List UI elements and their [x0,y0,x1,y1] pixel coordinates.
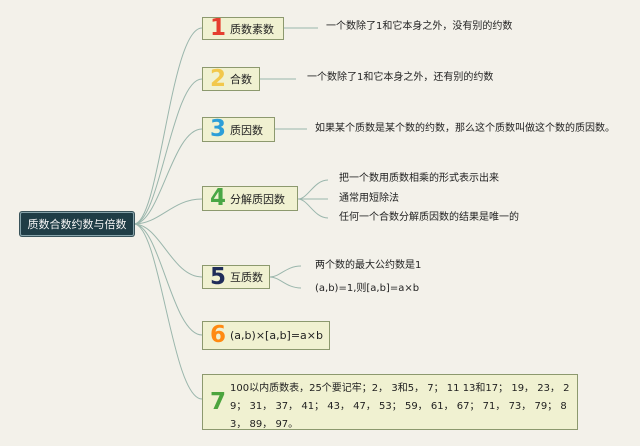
connector-root-to-branch-7 [133,223,203,400]
branch-6-formula: 6 (a,b)×[a,b]=a×b [202,321,330,350]
root-topic: 质数合数约数与倍数 [20,212,134,236]
connector-branch-5-detail-2 [269,276,302,289]
branch-6-number: 6 [210,322,227,348]
connector-root-to-branch-3 [133,128,203,225]
connector-branch-4-detail-3 [297,198,329,219]
branch-3-detail-1: 如果某个质数是某个数的约数，那么这个质数叫做这个数的质因数。 [315,123,615,134]
branch-4-number: 4 [210,185,227,211]
root-topic-label: 质数合数约数与倍数 [27,218,127,231]
branch-5-coprime: 5 互质数 [202,265,270,289]
branch-7-label: 100以内质数表，25个要记牢；2， 3和5， 7； 11 13和17； 19，… [230,383,570,430]
branch-7-prime-table: 7 [202,374,578,430]
connector-branch-4-detail-1 [297,179,329,200]
branch-4-label: 分解质因数 [230,192,286,206]
branch-4-factorization: 4 分解质因数 [202,186,298,211]
branch-4-detail-2: 通常用短除法 [339,193,399,204]
branch-3-prime-factor: 3 质因数 [202,117,275,142]
branch-5-detail-2: (a,b)=1,则[a,b]=a×b [315,283,420,294]
branch-1-detail-1: 一个数除了1和它本身之外，没有别的约数 [326,21,513,32]
connector-root-to-branch-2 [133,78,203,225]
branch-3-label: 质因数 [230,123,264,137]
branch-2-number: 2 [210,65,227,92]
branch-2-label: 合数 [230,73,253,86]
connector-branch-5-detail-1 [269,265,302,278]
connector-root-to-branch-6 [133,223,203,336]
branch-3-number: 3 [210,116,227,142]
branch-5-detail-1: 两个数的最大公约数是1 [315,260,422,271]
branch-2-composite: 2 合数 [202,67,260,91]
branch-1-prime: 1 质数素数 [202,17,284,40]
branch-4-detail-3: 任何一个合数分解质因数的结果是唯一的 [339,212,519,223]
connector-root-to-branch-5 [133,223,203,278]
connector-root-to-branch-4 [133,198,203,225]
connector-root-to-branch-1 [133,27,203,225]
branch-5-label: 互质数 [230,271,264,284]
branch-1-label: 质数素数 [230,22,275,36]
branch-1-number: 1 [210,15,227,41]
branch-5-number: 5 [210,263,227,290]
branch-4-detail-1: 把一个数用质数相乘的形式表示出来 [339,173,499,184]
branch-2-detail-1: 一个数除了1和它本身之外，还有别的约数 [307,72,494,83]
branch-7-number: 7 [210,388,227,415]
branch-6-label: (a,b)×[a,b]=a×b [230,329,323,342]
